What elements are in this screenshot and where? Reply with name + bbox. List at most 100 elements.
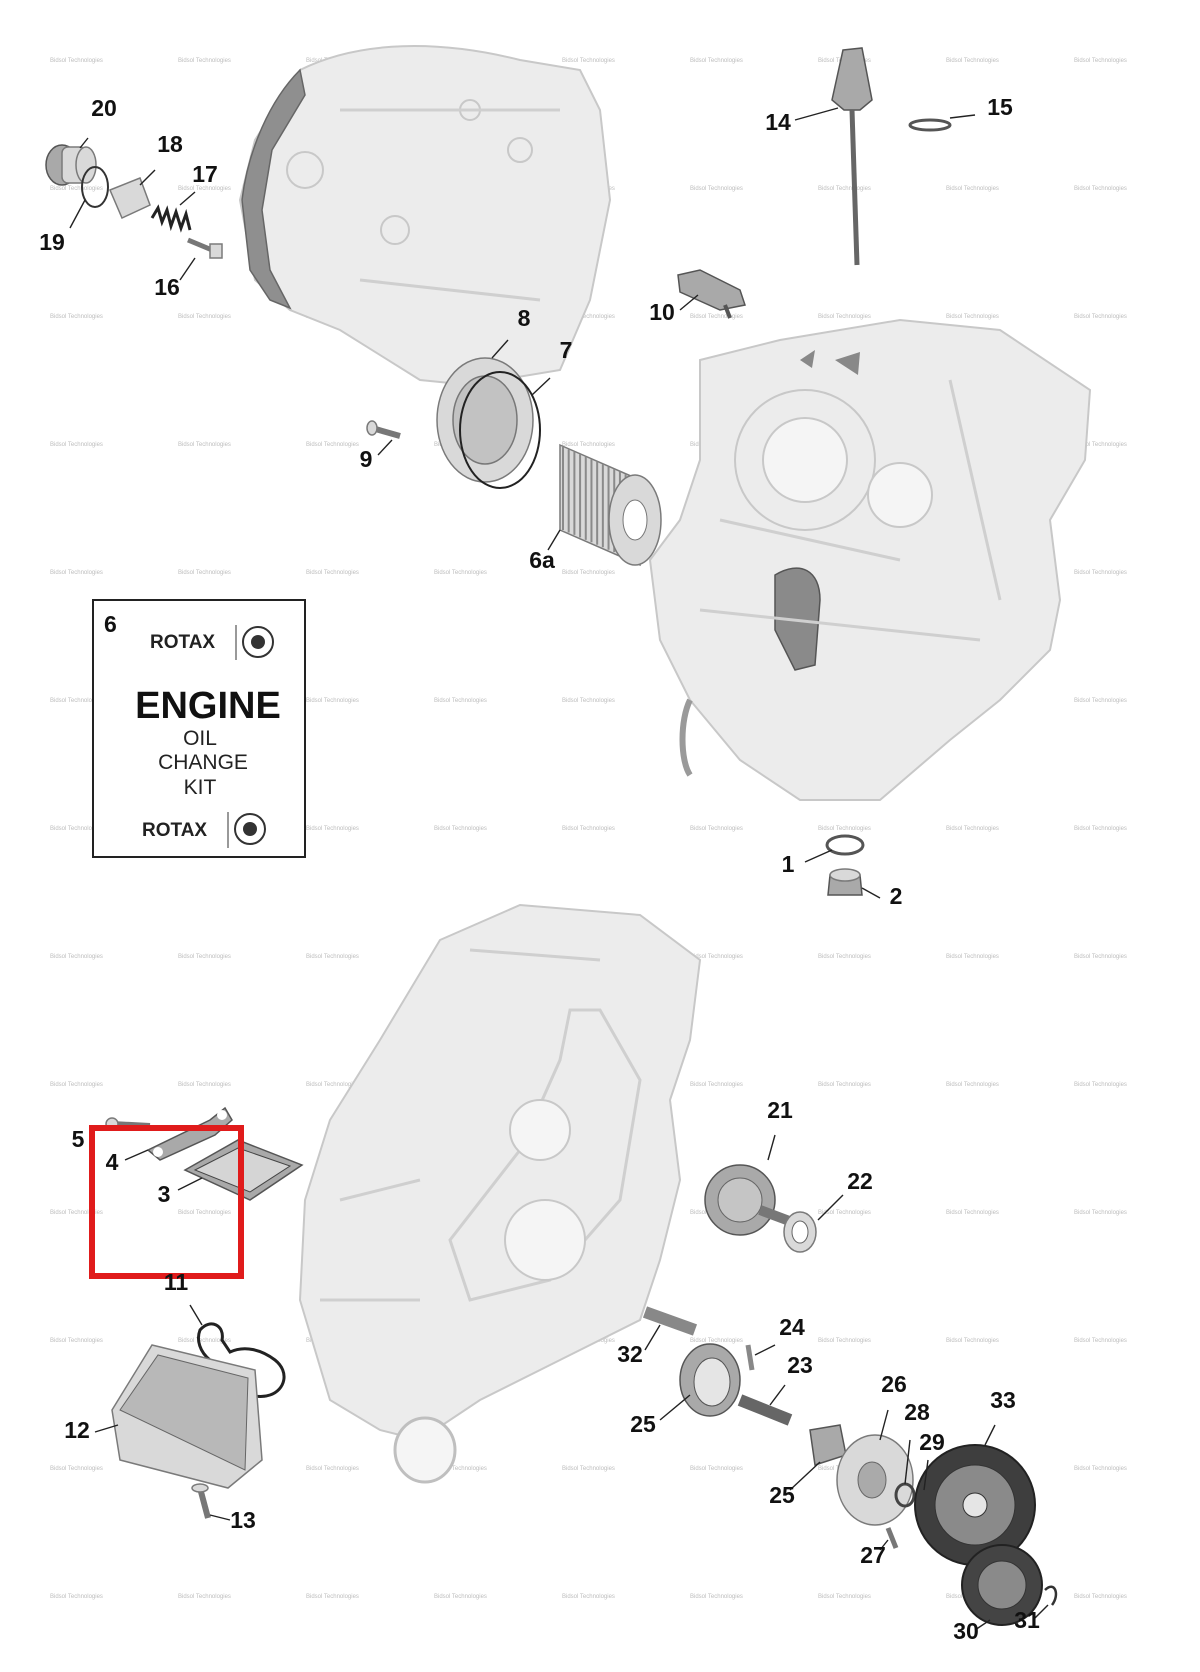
leader-line-24 [754, 1344, 776, 1356]
callout-label-13: 13 [230, 1507, 256, 1533]
watermark-text: Bidsol Technologies [178, 186, 231, 192]
kit-line-kit: KIT [184, 776, 217, 799]
watermark-text: Bidsol Technologies [306, 698, 359, 704]
callout-layer: 20181719161415108796a1221225431124232628… [39, 94, 1049, 1644]
leader-line-21 [767, 1134, 776, 1161]
watermark-text: Bidsol Technologies [562, 826, 615, 832]
pin-part-24 [745, 1344, 755, 1371]
leader-line-6a [547, 529, 561, 551]
bolt-part-9 [366, 420, 401, 439]
callout-label-11: 11 [164, 1269, 189, 1295]
watermark-text: Bidsol Technologies [50, 1594, 103, 1600]
watermark-text: Bidsol Technologies [306, 1594, 359, 1600]
seal-part-22 [783, 1211, 817, 1253]
watermark-text: Bidsol Technologies [178, 1082, 231, 1088]
callout-label-12: 12 [64, 1417, 90, 1443]
watermark-text: Bidsol Technologies [1074, 442, 1127, 448]
watermark-text: Bidsol Technologies [562, 1466, 615, 1472]
callout-label-7: 7 [560, 337, 573, 363]
watermark-text: Bidsol Technologies [50, 698, 103, 704]
rotor-part-25-outer [679, 1343, 741, 1417]
callout-label-2: 2 [890, 883, 903, 909]
callout-label-8: 8 [518, 305, 531, 331]
leader-line-20 [79, 137, 89, 149]
watermark-text: Bidsol Technologies [946, 58, 999, 64]
oil-change-kit-box: 6 ROTAX ENGINE OIL CHANGE KIT ROTAX [92, 599, 306, 858]
kit-brand-top: ROTAX [150, 632, 215, 653]
leader-line-9 [377, 439, 393, 456]
watermark-text: Bidsol Technologies [178, 1338, 231, 1344]
bolt-part-13 [191, 1483, 211, 1519]
watermark-text: Bidsol Technologies [1074, 698, 1127, 704]
watermark-text: Bidsol Technologies [50, 826, 103, 832]
leader-line-30 [974, 1619, 991, 1631]
callout-label-9: 9 [360, 446, 373, 472]
callout-label-24: 24 [779, 1314, 805, 1340]
watermark-text: Bidsol Technologies [306, 1466, 359, 1472]
oil-filter-part-6a [559, 443, 662, 567]
leader-line-10 [679, 294, 699, 311]
watermark-text: Bidsol Technologies [690, 186, 743, 192]
watermark-text: Bidsol Technologies [50, 1210, 103, 1216]
leader-line-1 [804, 849, 833, 863]
watermark-text: Bidsol Technologies [946, 1210, 999, 1216]
leader-line-25 [789, 1461, 821, 1491]
watermark-text: Bidsol Technologies [434, 570, 487, 576]
callout-label-25: 25 [630, 1411, 656, 1437]
leader-line-32 [644, 1324, 661, 1351]
kit-brand-bottom: ROTAX [142, 820, 207, 841]
watermark-text: Bidsol Technologies [562, 1594, 615, 1600]
watermark-text: Bidsol Technologies [434, 826, 487, 832]
watermark-text: Bidsol Technologies [946, 826, 999, 832]
kit-line-oil: OIL [183, 727, 217, 750]
watermark-text: Bidsol Technologies [50, 442, 103, 448]
callout-label-26: 26 [881, 1371, 907, 1397]
watermark-text: Bidsol Technologies [1074, 58, 1127, 64]
bolt-part-16 [187, 237, 223, 259]
watermark-text: Bidsol Technologies [818, 1082, 871, 1088]
watermark-text: Bidsol Technologies [818, 1210, 871, 1216]
leader-line-13 [209, 1514, 231, 1521]
callout-label-6a: 6a [529, 547, 555, 573]
watermark-text: Bidsol Technologies [50, 314, 103, 320]
callout-label-29: 29 [919, 1429, 945, 1455]
watermark-text: Bidsol Technologies [306, 826, 359, 832]
leader-line-11 [189, 1304, 203, 1326]
watermark-text: Bidsol Technologies [1074, 1210, 1127, 1216]
watermark-text: Bidsol Technologies [690, 1466, 743, 1472]
watermark-text: Bidsol Technologies [178, 58, 231, 64]
screw-part-27 [885, 1527, 899, 1549]
watermark-text: Bidsol Technologies [818, 1338, 871, 1344]
crankcase-lower-ghost [298, 903, 702, 1484]
watermark-text: Bidsol Technologies [946, 186, 999, 192]
callout-label-15: 15 [987, 94, 1013, 120]
dipstick-part-14 [831, 47, 873, 266]
shaft-part-32 [642, 1306, 698, 1336]
watermark-text: Bidsol Technologies [690, 1082, 743, 1088]
callout-label-10: 10 [649, 299, 675, 325]
watermark-text: Bidsol Technologies [562, 570, 615, 576]
filter-cover-part-8 [436, 357, 534, 483]
leader-line-18 [139, 169, 156, 186]
watermark-text: Bidsol Technologies [1074, 1082, 1127, 1088]
watermark-text: Bidsol Technologies [690, 954, 743, 960]
watermark-text: Bidsol Technologies [178, 1210, 231, 1216]
valve-part-18 [109, 177, 151, 220]
callout-label-3: 3 [158, 1181, 171, 1207]
sensor-part-10 [677, 269, 746, 319]
gear-part-30 [961, 1544, 1043, 1626]
watermark-text: Bidsol Technologies [50, 186, 103, 192]
leader-line-3 [177, 1177, 203, 1191]
crankcase-cover-ghost [238, 45, 612, 387]
leader-line-27 [879, 1539, 889, 1551]
leader-line-19 [69, 199, 86, 229]
clip-part-31 [1044, 1585, 1058, 1606]
watermark-text: Bidsol Technologies [178, 314, 231, 320]
watermark-text: Bidsol Technologies [178, 1594, 231, 1600]
leader-line-14 [794, 107, 839, 121]
callout-label-17: 17 [192, 161, 218, 187]
leader-line-28 [904, 1439, 911, 1485]
kit-title: ENGINE [135, 685, 281, 727]
watermark-text: Bidsol Technologies [178, 570, 231, 576]
